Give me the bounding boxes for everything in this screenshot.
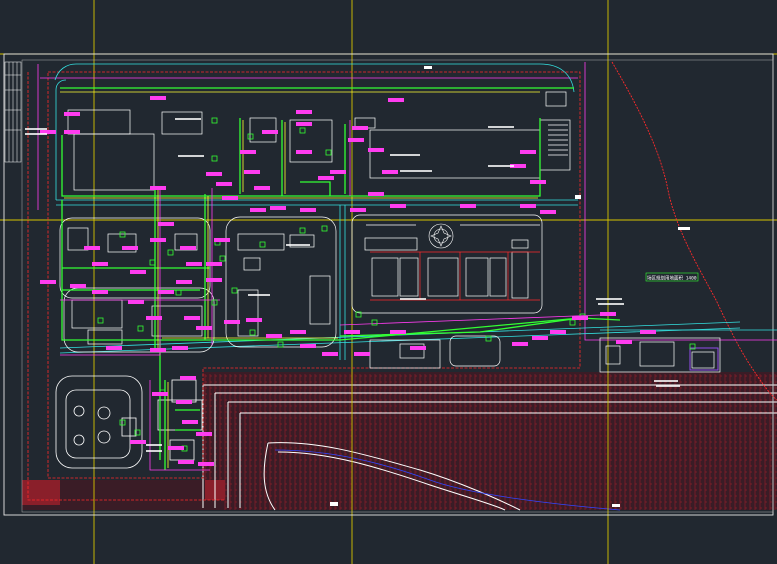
pipeline-network-yellow	[60, 91, 540, 468]
drawing-frame-inner	[21, 59, 774, 513]
property-boundary	[27, 71, 581, 501]
parking-star-emblem	[428, 223, 454, 249]
pipeline-network-green	[60, 87, 621, 470]
zone-label-box	[645, 272, 699, 282]
hatched-terrain-area	[22, 372, 777, 510]
buildings-north	[67, 91, 571, 191]
parking-red-stalls	[370, 251, 540, 301]
parking-lot	[351, 214, 543, 314]
site-roads	[54, 63, 777, 360]
zone-label-east: 场区规划用地面积 1400	[647, 275, 697, 282]
equipment-markers	[97, 117, 696, 452]
terrain-contours	[202, 384, 777, 511]
annotations	[25, 66, 690, 507]
left-title-strip	[4, 61, 22, 163]
red-survey-line	[611, 61, 777, 401]
pipeline-network-magenta	[60, 120, 601, 471]
east-purple-block	[689, 347, 719, 371]
buildings-central	[59, 216, 337, 353]
magenta-boundary	[37, 62, 777, 341]
magenta-label-tags	[40, 96, 656, 466]
blue-boundary-line	[274, 449, 621, 511]
